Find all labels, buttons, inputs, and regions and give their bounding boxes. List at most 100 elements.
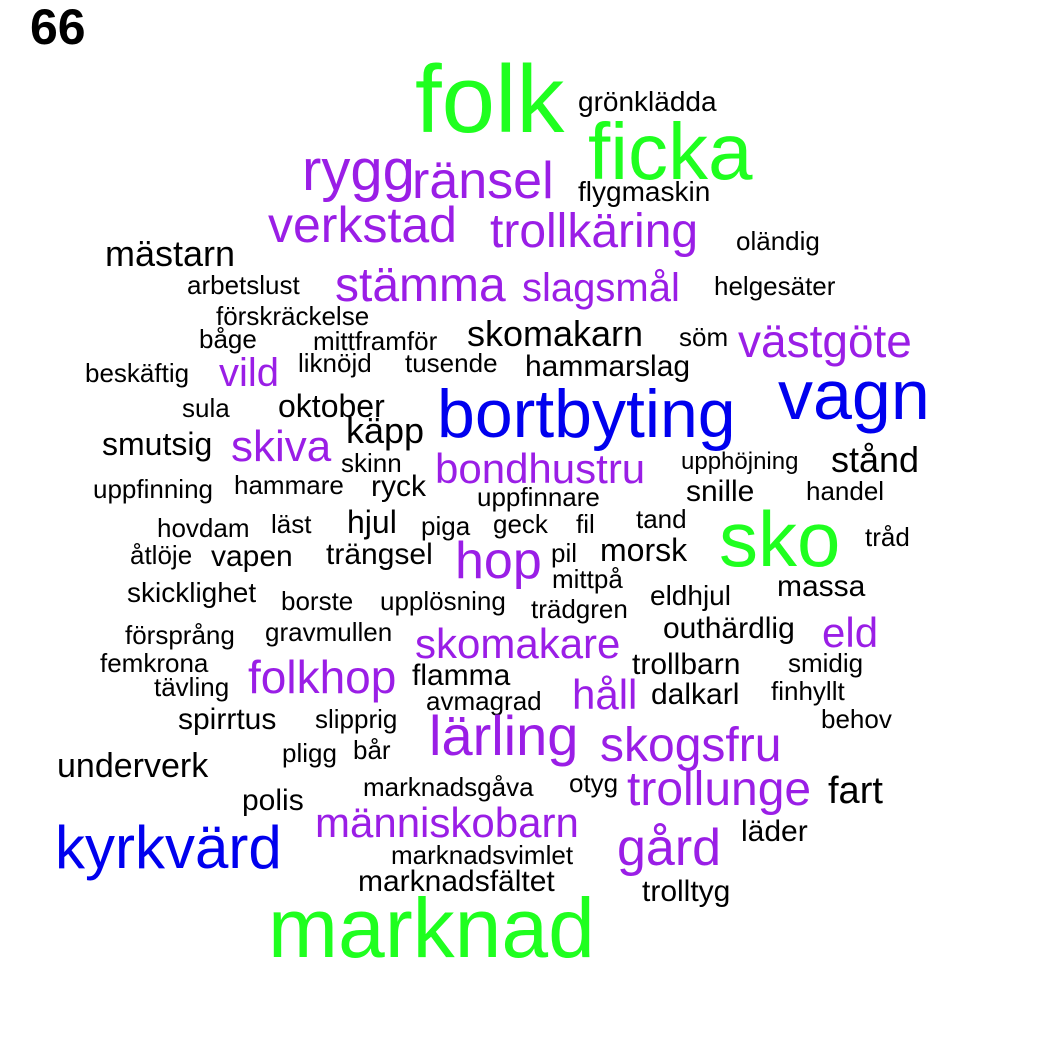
word-lader: läder: [741, 815, 808, 848]
word-kyrkvard: kyrkvärd: [55, 814, 282, 881]
word-mittpa: mittpå: [552, 564, 623, 594]
word-hammare: hammare: [234, 470, 344, 500]
word-underverk: underverk: [57, 747, 209, 785]
word-trolltyg: trolltyg: [642, 875, 731, 908]
word-olandig: oländig: [736, 226, 820, 256]
word-geck: geck: [493, 509, 548, 539]
word-skicklighet: skicklighet: [127, 577, 257, 608]
word-bortbyting: bortbyting: [437, 376, 736, 452]
word-tavling: tävling: [154, 672, 230, 702]
word-snille: snille: [686, 475, 755, 508]
word-hammarslag: hammarslag: [525, 350, 691, 383]
word-gard: gård: [617, 819, 722, 877]
word-dalkarl: dalkarl: [651, 678, 740, 711]
word-smidig: smidig: [788, 648, 864, 678]
word-upphojning: upphöjning: [681, 448, 799, 475]
word-hop: hop: [455, 532, 542, 590]
word-flamma: flamma: [412, 659, 511, 692]
word-skiva: skiva: [231, 422, 332, 471]
word-flygmaskin: flygmaskin: [578, 176, 711, 207]
word-tusende: tusende: [405, 348, 498, 378]
word-vagn: vagn: [778, 356, 930, 434]
word-handel: handel: [806, 476, 885, 506]
word-folkhop: folkhop: [248, 651, 397, 703]
word-hovdam: hovdam: [157, 513, 250, 543]
word-forsprang: försprång: [125, 620, 235, 650]
word-hjul: hjul: [347, 504, 397, 540]
word-larling: lärling: [429, 704, 579, 767]
word-mittframfor: mittframför: [313, 326, 438, 356]
word-uppfinnare: uppfinnare: [477, 482, 600, 512]
word-helgesater: helgesäter: [714, 271, 836, 301]
word-mastarn: mästarn: [105, 233, 236, 274]
word-behov: behov: [821, 704, 892, 734]
word-forskrackelse: förskräckelse: [216, 301, 370, 331]
word-otyg: otyg: [569, 768, 619, 798]
word-liknojd: liknöjd: [298, 348, 372, 378]
word-finhyllt: finhyllt: [771, 676, 845, 706]
word-outhardlig: outhärdlig: [663, 612, 795, 645]
word-uppfinning: uppfinning: [93, 474, 213, 504]
word-marknad: marknad: [268, 881, 595, 975]
word-gronkladda: grönklädda: [578, 86, 717, 117]
word-trollkaring: trollkäring: [490, 205, 699, 258]
word-hall: håll: [572, 671, 638, 718]
word-tand: tand: [636, 504, 687, 534]
word-fil: fil: [576, 509, 595, 539]
word-som: söm: [679, 322, 729, 352]
word-pil: pil: [551, 538, 578, 568]
word-slipprig: slipprig: [315, 704, 398, 734]
word-oktober: oktober: [278, 388, 385, 424]
word-spirrtus: spirrtus: [178, 703, 277, 736]
word-arbetslust: arbetslust: [187, 270, 300, 300]
word-bar: bår: [353, 735, 391, 765]
word-vapen: vapen: [211, 540, 293, 573]
word-smutsig: smutsig: [102, 426, 213, 462]
word-skomakarn: skomakarn: [467, 313, 644, 354]
word-polis: polis: [242, 784, 304, 817]
word-avmagrad: avmagrad: [426, 686, 542, 716]
word-trollunge: trollunge: [627, 763, 812, 816]
word-skogsfru: skogsfru: [600, 719, 782, 772]
word-marknadsfaltet: marknadsfältet: [358, 865, 555, 898]
word-atloje: åtlöje: [130, 540, 193, 570]
word-eld: eld: [822, 609, 879, 656]
word-folk: folk: [415, 46, 565, 153]
word-skinn: skinn: [341, 448, 402, 478]
page-number: 66: [30, 0, 86, 55]
word-bage: båge: [199, 324, 257, 354]
word-manniskobarn: människobarn: [315, 799, 579, 846]
word-stand: stånd: [831, 439, 920, 480]
word-rygg: rygg: [302, 138, 415, 203]
word-vild: vild: [219, 351, 280, 395]
word-skomakare: skomakare: [415, 620, 621, 667]
word-kapp: käpp: [346, 410, 425, 451]
word-last: läst: [271, 509, 312, 539]
word-ficka: ficka: [588, 107, 753, 196]
word-sula: sula: [182, 393, 230, 423]
word-beskaftig: beskäftig: [85, 358, 190, 388]
word-bondhustru: bondhustru: [435, 445, 646, 492]
word-marknadsgava: marknadsgåva: [363, 772, 534, 802]
word-trollbarn: trollbarn: [632, 648, 741, 681]
word-borste: borste: [281, 586, 354, 616]
word-ryck: ryck: [371, 470, 426, 503]
word-gravmullen: gravmullen: [265, 617, 393, 647]
word-slagsmal: slagsmål: [522, 266, 680, 310]
word-femkrona: femkrona: [100, 648, 209, 678]
word-ransel: ränsel: [412, 152, 554, 210]
word-verkstad: verkstad: [268, 197, 457, 253]
word-morsk: morsk: [600, 532, 688, 568]
word-sko: sko: [719, 495, 841, 583]
word-stamma: stämma: [335, 259, 506, 312]
word-massa: massa: [777, 570, 866, 603]
word-tradgren: trädgren: [531, 594, 628, 624]
word-piga: piga: [421, 511, 471, 541]
word-trangsel: trängsel: [326, 538, 433, 571]
word-pligg: pligg: [282, 738, 337, 768]
word-upplosning: upplösning: [380, 586, 506, 616]
word-marknadsvimlet: marknadsvimlet: [391, 840, 574, 870]
word-fart: fart: [828, 770, 883, 812]
word-trad: tråd: [865, 522, 910, 552]
